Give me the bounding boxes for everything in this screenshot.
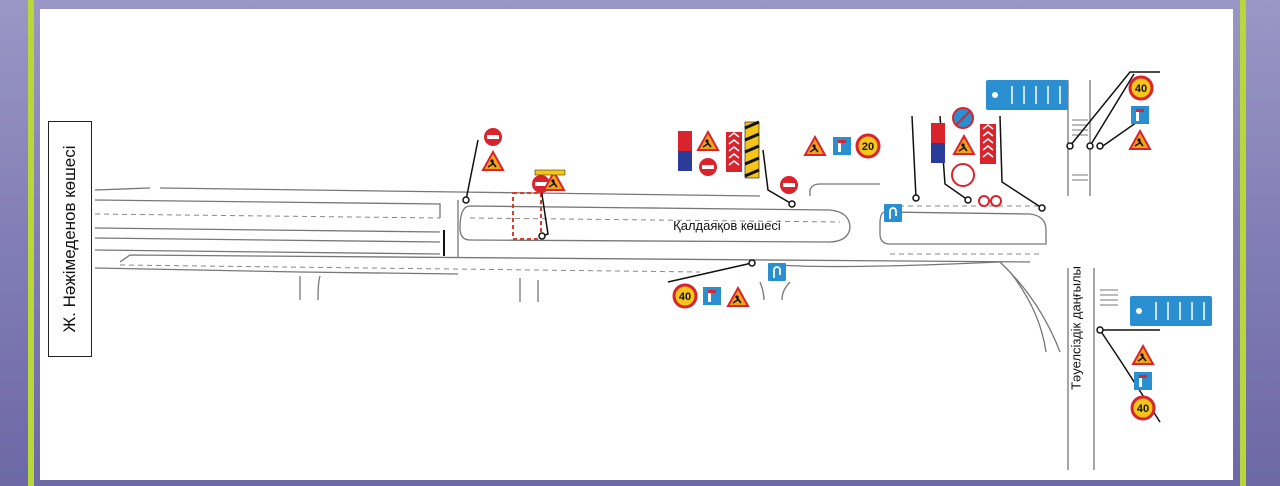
detour-direction-sign bbox=[833, 137, 851, 155]
barrier-stripes bbox=[534, 169, 566, 176]
street-label-main: Қалдаяқов көшесі bbox=[673, 218, 781, 233]
restriction-ring bbox=[951, 163, 975, 187]
road-works-sign bbox=[1132, 345, 1154, 365]
speed-limit-sign: 20 bbox=[855, 133, 881, 159]
street-label-left: Ж. Нәжімеденов көшесі bbox=[60, 145, 79, 333]
closed-area-marker bbox=[512, 192, 542, 240]
svg-text:40: 40 bbox=[1137, 403, 1149, 415]
no-entry-sign bbox=[780, 176, 798, 194]
road-network bbox=[94, 80, 1095, 470]
svg-text:20: 20 bbox=[862, 141, 874, 153]
lane-direction-sign bbox=[1130, 296, 1212, 326]
no-stopping-sign bbox=[952, 107, 974, 129]
road-works-sign bbox=[953, 135, 975, 155]
chevron-barrier bbox=[725, 131, 743, 173]
no-entry-sign bbox=[699, 158, 717, 176]
road-works-sign bbox=[727, 287, 749, 307]
street-label-left-box: Ж. Нәжімеденов көшесі bbox=[48, 121, 92, 357]
crosswalk bbox=[1072, 119, 1118, 306]
lane-markings bbox=[94, 205, 1040, 273]
u-turn-sign bbox=[883, 203, 903, 223]
no-entry-sign bbox=[484, 128, 502, 146]
svg-text:40: 40 bbox=[679, 291, 691, 303]
road-works-sign bbox=[482, 151, 504, 171]
outer-frame bbox=[28, 0, 1246, 486]
detour-direction-sign bbox=[703, 287, 721, 305]
road-works-sign bbox=[804, 136, 826, 156]
road-works-sign bbox=[1129, 130, 1151, 150]
sign-pointers bbox=[465, 71, 1161, 423]
speed-limit-sign: 40 bbox=[1130, 395, 1156, 421]
chevron-barrier bbox=[979, 123, 997, 165]
detour-direction-sign bbox=[1131, 106, 1149, 124]
lane-direction-sign bbox=[986, 80, 1068, 110]
street-label-right: Тәуелсіздік даңғылы bbox=[1068, 266, 1084, 390]
u-turn-sign bbox=[767, 262, 787, 282]
road-works-sign bbox=[697, 131, 719, 151]
speed-limit-sign: 40 bbox=[672, 283, 698, 309]
speed-limit-sign: 40 bbox=[1128, 75, 1154, 101]
detour-direction-sign bbox=[1134, 372, 1152, 390]
svg-text:40: 40 bbox=[1135, 83, 1147, 95]
